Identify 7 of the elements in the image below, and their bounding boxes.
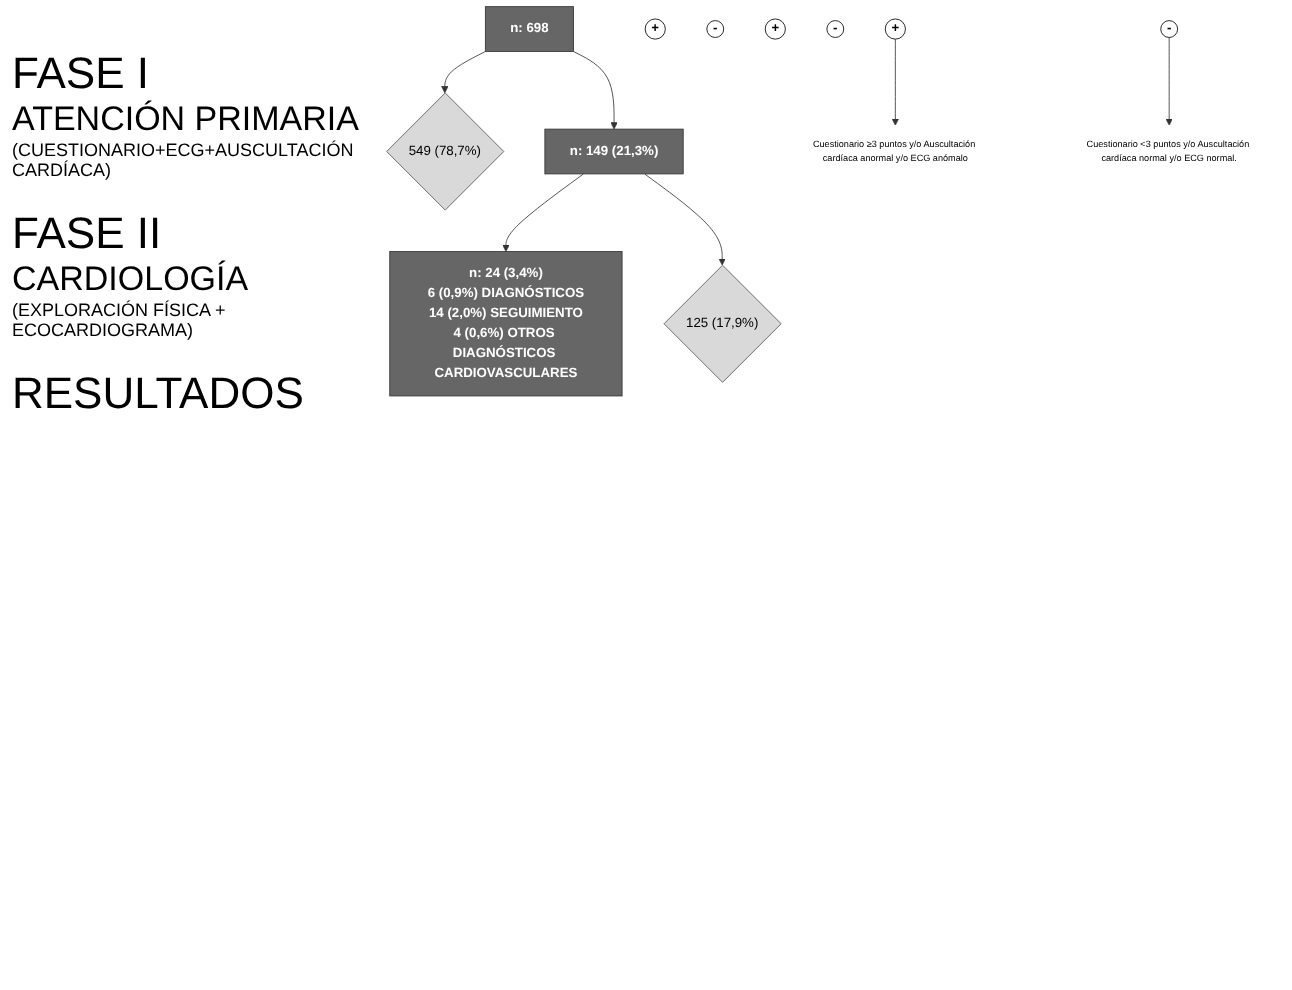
side-heading: RESULTADOS [12, 368, 306, 420]
side-heading: CARDIOLOGÍA [12, 260, 251, 300]
side-heading: FASE II [12, 208, 164, 260]
side-heading: ATENCIÓN PRIMARIA [12, 100, 361, 140]
side-heading: FASE I [12, 48, 151, 100]
side-heading: (EXPLORACIÓN FÍSICA + ECOCARDIOGRAMA) [12, 300, 228, 340]
side-heading: (CUESTIONARIO+ECG+AUSCULTACIÓN CARDÍACA) [12, 140, 356, 180]
